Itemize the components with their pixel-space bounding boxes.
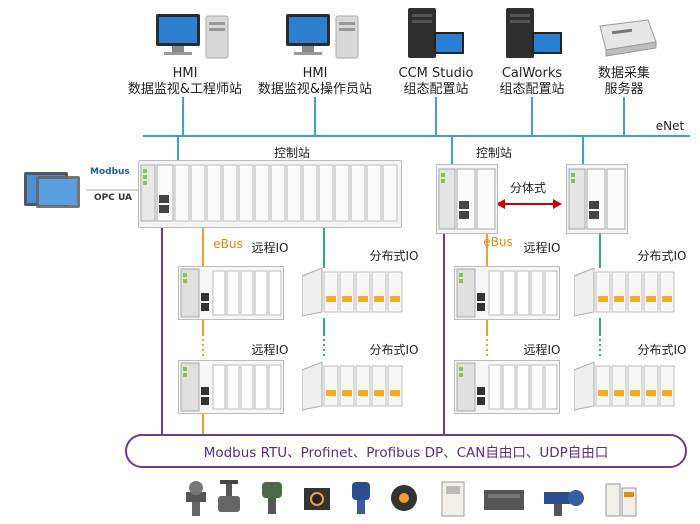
left-control-station-rack xyxy=(138,160,402,228)
hmi-workstation-1-icon xyxy=(152,12,234,60)
actuator-icon xyxy=(544,490,584,516)
valve-icon xyxy=(218,480,240,512)
data-server-icon xyxy=(592,18,658,58)
left-dist-io-label-bottom: 分布式IO xyxy=(369,343,419,357)
right-remote-io-module-top xyxy=(454,266,560,320)
calworks-server-icon xyxy=(502,6,566,62)
vfd-icon xyxy=(605,483,637,517)
split-arrow-left-head xyxy=(496,199,505,209)
inverter-icon xyxy=(441,481,465,517)
right-control-station-unit-a xyxy=(436,164,498,234)
right-control-station-label: 控制站 xyxy=(475,146,512,160)
right-remote-io-module-bottom xyxy=(454,360,560,414)
station-5-subtitle: 服务器 xyxy=(604,82,644,97)
left-ebus-label: eBus xyxy=(213,237,243,251)
right-remote-io-label-top: 远程IO xyxy=(523,241,561,255)
left-dist-io-module-top xyxy=(302,266,412,318)
station-1-title: HMI xyxy=(172,66,198,81)
station-3-title: CCM Studio xyxy=(398,66,474,81)
modbus-logo: Modbus xyxy=(90,167,130,177)
station-2-subtitle: 数据监视&操作员站 xyxy=(257,82,373,97)
fieldbus-protocol-label: Modbus RTU、Profinet、Profibus DP、CAN自由口、U… xyxy=(203,445,609,461)
station-4-subtitle: 组态配置站 xyxy=(499,82,565,97)
right-remote-io-label-bottom: 远程IO xyxy=(523,343,561,357)
pressure-gauge-icon xyxy=(186,481,206,516)
touch-panel-icon xyxy=(22,170,86,210)
plc-icon xyxy=(484,490,524,510)
fieldbus-protocol-bar: Modbus RTU、Profinet、Profibus DP、CAN自由口、U… xyxy=(125,434,687,468)
encoder-icon xyxy=(391,485,417,511)
ccm-studio-server-icon xyxy=(404,6,468,62)
hmi-workstation-2-icon xyxy=(282,12,364,60)
right-ebus-label: eBus xyxy=(483,235,513,249)
left-remote-io-label-top: 远程IO xyxy=(251,241,289,255)
field-devices-row xyxy=(180,478,690,520)
motor-icon xyxy=(304,488,330,510)
split-arrow-right-head xyxy=(553,199,562,209)
left-remote-io-label-bottom: 远程IO xyxy=(251,343,289,357)
left-control-station-label: 控制站 xyxy=(273,146,310,160)
opcua-logo: OPC UA xyxy=(94,193,132,203)
station-3-subtitle: 组态配置站 xyxy=(403,82,469,97)
left-remote-io-module-top xyxy=(178,266,284,320)
left-dist-io-label-top: 分布式IO xyxy=(369,249,419,263)
right-dist-io-module-bottom xyxy=(574,360,686,412)
right-control-station-unit-b xyxy=(566,164,628,234)
pressure-transmitter-icon xyxy=(352,482,370,514)
right-dist-io-module-top xyxy=(574,266,686,318)
split-type-label: 分体式 xyxy=(509,181,546,195)
transmitter-icon xyxy=(262,482,282,514)
left-dist-io-module-bottom xyxy=(302,360,412,412)
right-dist-io-label-bottom: 分布式IO xyxy=(637,343,687,357)
station-1-subtitle: 数据监视&工程师站 xyxy=(127,82,243,97)
enet-label: eNet xyxy=(655,119,685,133)
left-remote-io-module-bottom xyxy=(178,360,284,414)
station-2-title: HMI xyxy=(302,66,328,81)
station-5-title: 数据采集 xyxy=(597,66,650,81)
station-4-title: CalWorks xyxy=(501,66,563,81)
right-dist-io-label-top: 分布式IO xyxy=(637,249,687,263)
